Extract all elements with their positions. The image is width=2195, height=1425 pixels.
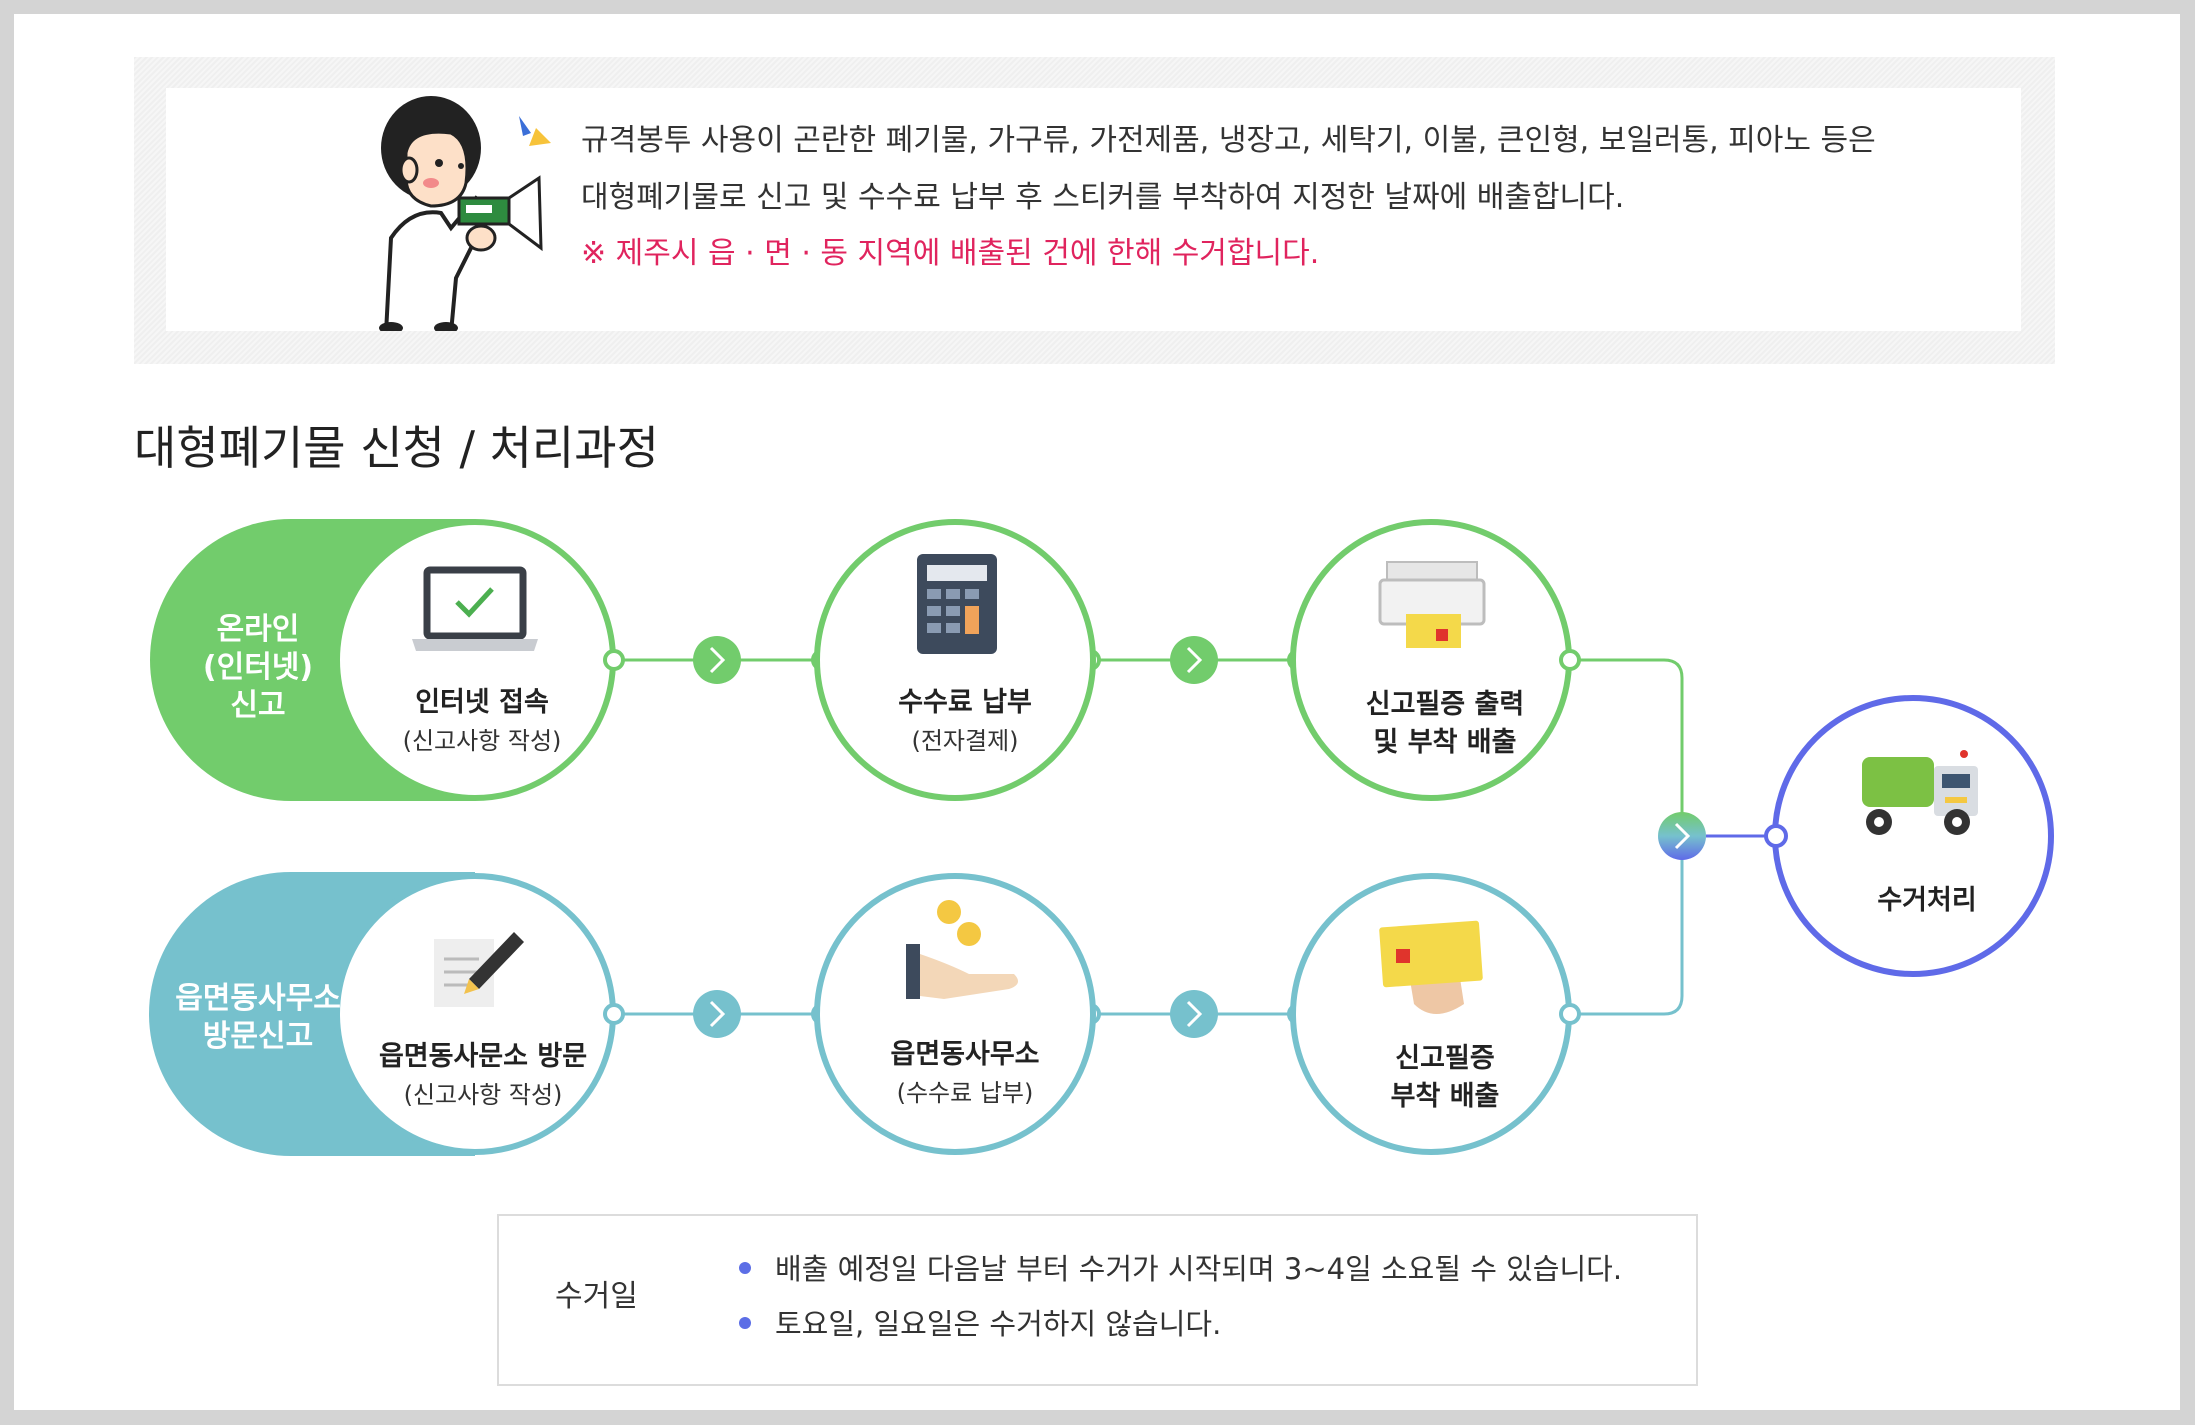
step-title: 수거처리 [1877,885,1977,916]
pill-line: 읍면동사무소 [175,981,341,1016]
collection-info-item: 배출 예정일 다음날 부터 수거가 시작되며 3~4일 소요될 수 있습니다. [739,1249,1622,1289]
merge-arrow [1658,812,1706,860]
step-title: 읍면동사문소 방문 [378,1041,588,1072]
visit-arrow-2 [1170,990,1218,1038]
final-label: 수거처리 [1877,882,1976,920]
section-title: 대형폐기물 신청 / 처리과정 [134,421,659,475]
coins-hand-icon [906,900,1018,999]
online-step2-circle [814,519,1096,801]
document-pen-icon [434,932,524,1007]
collection-info-text: 토요일, 일요일은 수거하지 않습니다. [775,1307,1222,1341]
step-title: 신고필증 출력 [1365,689,1525,720]
step-title: 부착 배출 [1390,1081,1500,1112]
step-title: 신고필증 [1395,1043,1495,1074]
page: 규격봉투 사용이 곤란한 폐기물, 가구류, 가전제품, 냉장고, 세탁기, 이… [14,14,2180,1410]
process-flow-diagram [149,519,2054,1156]
pill-line: 신고 [230,688,286,723]
online-row [150,519,1684,824]
visit-step2-label: 읍면동사무소 (수수료 납부) [890,1036,1039,1112]
step-title: 읍면동사무소 [890,1039,1040,1070]
hand-sticker-icon [1379,920,1483,1014]
pill-line: 방문신고 [202,1019,314,1054]
collection-day-box: 수거일 배출 예정일 다음날 부터 수거가 시작되며 3~4일 소요될 수 있습… [497,1214,1698,1386]
online-pill-label: 온라인 (인터넷) 신고 [203,611,313,725]
laptop-icon [412,566,538,651]
step-sub: (신고사항 작성) [402,727,562,755]
notice-line: 규격봉투 사용이 곤란한 폐기물, 가구류, 가전제품, 냉장고, 세탁기, 이… [581,123,1876,158]
pill-line: 온라인 [216,612,300,647]
notice-line: 대형폐기물로 신고 및 수수료 납부 후 스티커를 부착하여 지정한 날짜에 배… [581,180,1625,215]
notice-inner: 규격봉투 사용이 곤란한 폐기물, 가구류, 가전제품, 냉장고, 세탁기, 이… [166,88,2021,331]
online-step1-label: 인터넷 접속 (신고사항 작성) [403,684,562,760]
step-sub: (전자결제) [911,727,1019,755]
collection-info-text: 배출 예정일 다음날 부터 수거가 시작되며 3~4일 소요될 수 있습니다. [775,1252,1623,1286]
visit-row [149,848,1684,1156]
online-arrow-2 [1170,636,1218,684]
visit-pill-label: 읍면동사무소 방문신고 [175,980,341,1056]
online-arrow-1 [693,636,741,684]
step-title: 인터넷 접속 [415,687,549,718]
collection-day-label: 수거일 [555,1279,638,1314]
online-step2-label: 수수료 납부 (전자결제) [898,684,1032,760]
online-step3-label: 신고필증 출력 및 부착 배출 [1366,686,1524,762]
collection-info-item: 토요일, 일요일은 수거하지 않습니다. [739,1304,1221,1344]
visit-step3-label: 신고필증 부착 배출 [1391,1040,1500,1116]
bullet-icon [739,1262,751,1274]
final-circle [1772,695,2054,977]
printer-icon [1378,561,1486,648]
notice-box: 규격봉투 사용이 곤란한 폐기물, 가구류, 가전제품, 냉장고, 세탁기, 이… [134,57,2055,364]
garbage-truck-icon [1862,750,1978,835]
visit-step1-label: 읍면동사문소 방문 (신고사항 작성) [379,1038,587,1114]
notice-warning: ※ 제주시 읍 · 면 · 동 지역에 배출된 건에 한해 수거합니다. [581,236,1320,271]
step-title: 및 부착 배출 [1373,727,1517,758]
calculator-icon [917,554,997,654]
visit-step2-circle [814,873,1096,1155]
pill-line: (인터넷) [202,650,314,685]
megaphone-person-illustration [379,96,551,331]
step-sub: (신고사항 작성) [403,1081,563,1109]
visit-arrow-1 [693,990,741,1038]
bullet-icon [739,1317,751,1329]
step-title: 수수료 납부 [898,687,1032,718]
step-sub: (수수료 납부) [896,1079,1034,1107]
